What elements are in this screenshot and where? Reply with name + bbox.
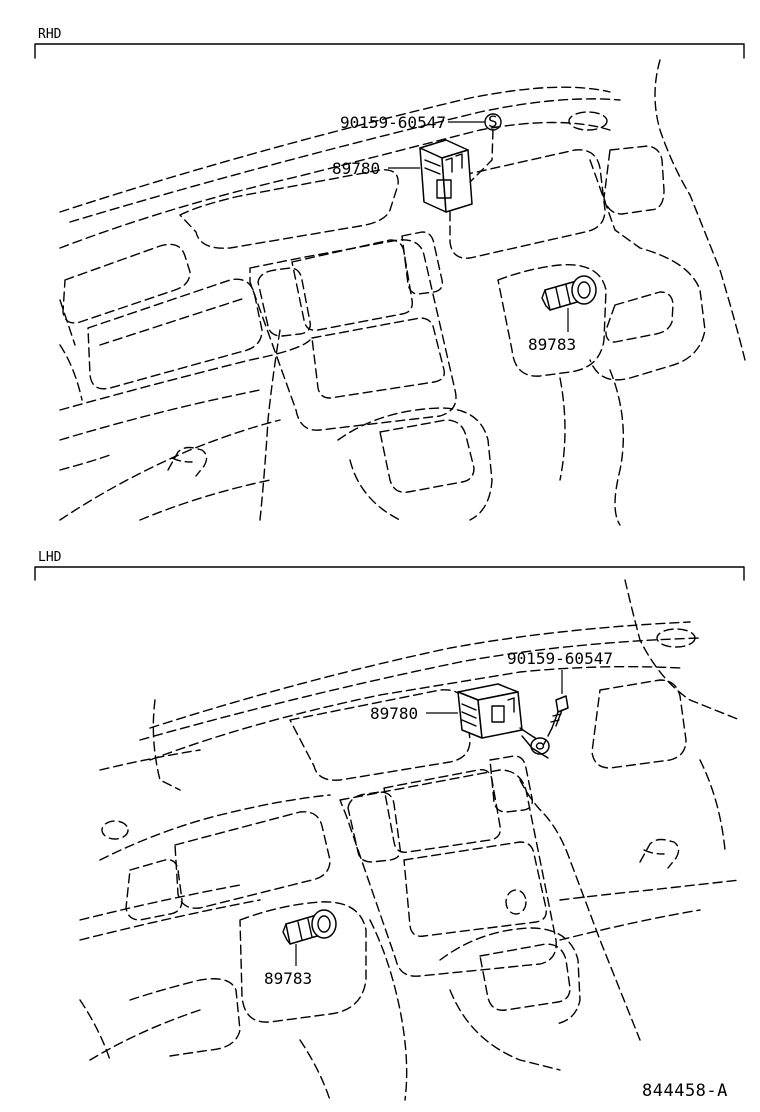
- rhd-computer-callout: 89780: [332, 159, 420, 178]
- rhd-screw-label: 90159-60547: [340, 113, 446, 132]
- rhd-computer-label: 89780: [332, 159, 380, 178]
- lhd-computer-callout: 89780: [370, 704, 458, 723]
- rhd-screw-symbol-text: S: [488, 112, 498, 131]
- rhd-sensor-label: 89783: [528, 335, 576, 354]
- figure-id: 844458-A: [642, 1081, 728, 1101]
- rhd-screw-callout: S 90159-60547: [340, 112, 502, 183]
- rhd-computer-part: [419, 139, 473, 213]
- rhd-screw-install-path: [469, 129, 494, 183]
- rhd-section-bracket: [34, 43, 745, 59]
- lhd-section-title: LHD: [38, 550, 62, 565]
- rhd-section: RHD: [34, 27, 746, 526]
- lhd-screw-install-path: [543, 727, 553, 745]
- lhd-sensor-part: [282, 909, 337, 945]
- lhd-sensor-label: 89783: [264, 969, 312, 988]
- rhd-sensor-part: [541, 275, 597, 311]
- rhd-section-title: RHD: [38, 27, 62, 42]
- rhd-sensor-callout: 89783: [528, 308, 576, 354]
- lhd-computer-part: [457, 683, 545, 751]
- lhd-bracket-part: [521, 735, 550, 759]
- lhd-sensor-callout: 89783: [264, 944, 312, 988]
- lhd-section-bracket: [34, 566, 745, 581]
- lhd-dashboard-outline: [79, 579, 741, 1101]
- lhd-screw-label: 90159-60547: [507, 649, 613, 668]
- lhd-screw-part: [543, 695, 569, 745]
- lhd-computer-label: 89780: [370, 704, 418, 723]
- rhd-dashboard-outline: [59, 59, 746, 526]
- lhd-screw-callout: 90159-60547: [507, 649, 613, 694]
- lhd-section: LHD: [34, 550, 745, 1101]
